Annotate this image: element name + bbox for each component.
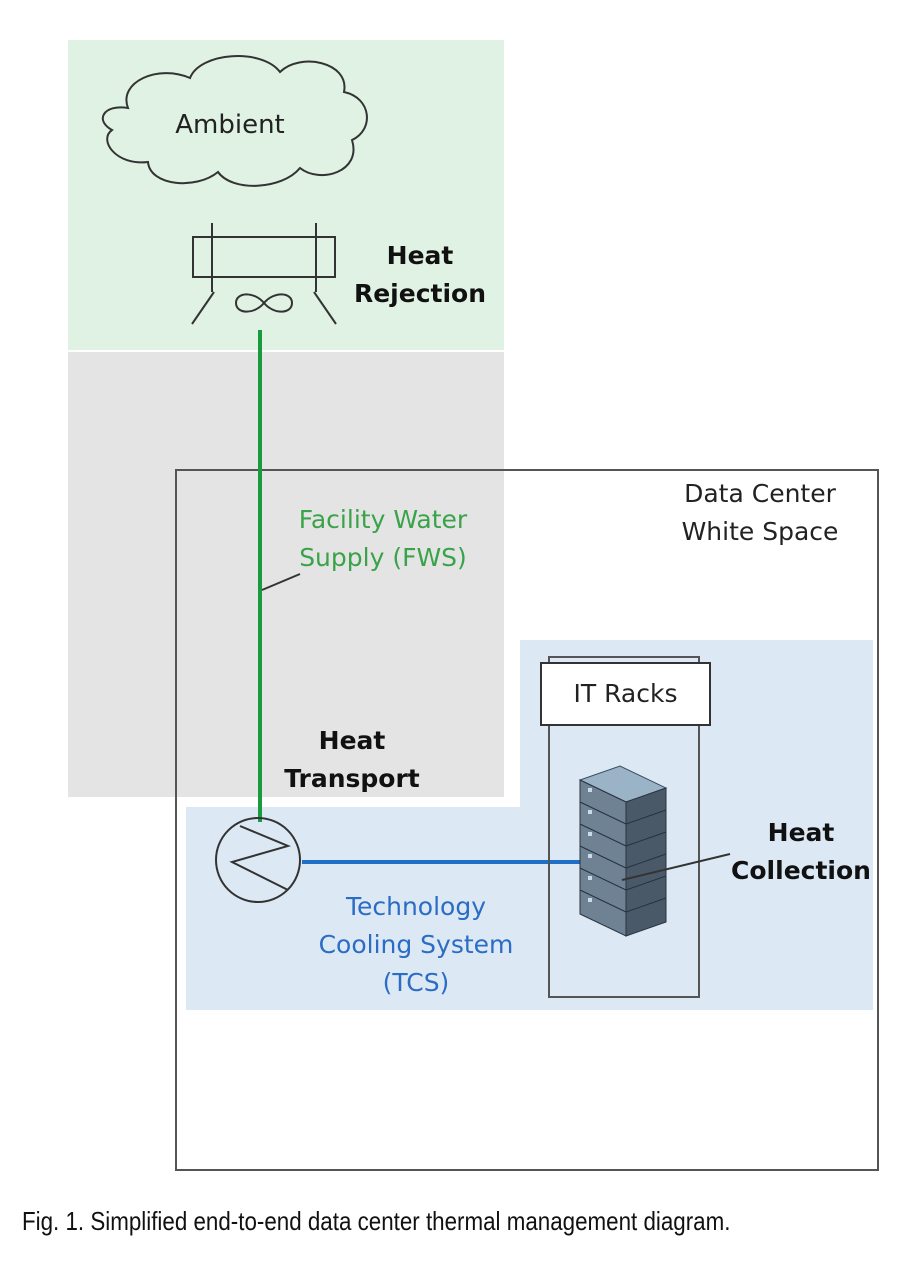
tcs-label: Technology Cooling System (TCS): [306, 888, 526, 1002]
heat-collection-leader-line: [621, 853, 731, 881]
ambient-cloud-icon: [101, 55, 368, 187]
heat-rejection-zone: [68, 40, 504, 350]
heat-transport-zone: [68, 352, 504, 797]
tcs-line-2: Cooling System: [318, 930, 514, 959]
data-center-line-1: Data Center: [684, 479, 836, 508]
tcs-line-1: Technology: [345, 892, 487, 921]
heat-rejection-label: Heat Rejection: [350, 237, 490, 313]
ambient-label: Ambient: [175, 110, 285, 140]
server-rack-icon: [578, 765, 668, 937]
heat-collection-line-1: Heat: [767, 818, 835, 847]
it-racks-label: IT Racks: [573, 679, 678, 708]
data-center-white-space-label: Data Center White Space: [660, 475, 860, 551]
heat-transport-line-2: Transport: [284, 764, 420, 793]
it-racks-label-box: [540, 662, 711, 726]
heat-collection-zone: [186, 640, 873, 1010]
heat-transport-line-1: Heat: [318, 726, 386, 755]
fws-label: Facility Water Supply (FWS): [278, 501, 488, 577]
heat-transport-label: Heat Transport: [272, 722, 432, 798]
heat-collection-line-2: Collection: [731, 856, 871, 885]
heat-exchanger-icon: [215, 817, 301, 903]
fws-line-1: Facility Water: [298, 505, 468, 534]
data-center-line-2: White Space: [681, 517, 839, 546]
heat-rejection-line-1: Heat: [386, 241, 454, 270]
figure-caption: Fig. 1. Simplified end-to-end data cente…: [22, 1206, 731, 1236]
fws-line-2: Supply (FWS): [299, 543, 467, 572]
heat-rejection-line-2: Rejection: [353, 279, 487, 308]
heat-rejection-unit-icon: [191, 223, 337, 325]
tcs-line-3: (TCS): [382, 968, 450, 997]
it-racks-enclosure: [548, 656, 700, 998]
data-center-white-space-boundary: [175, 469, 879, 1171]
fan-icon: [234, 293, 294, 313]
fws-leader-line: [261, 573, 301, 591]
heat-collection-label: Heat Collection: [726, 814, 876, 890]
